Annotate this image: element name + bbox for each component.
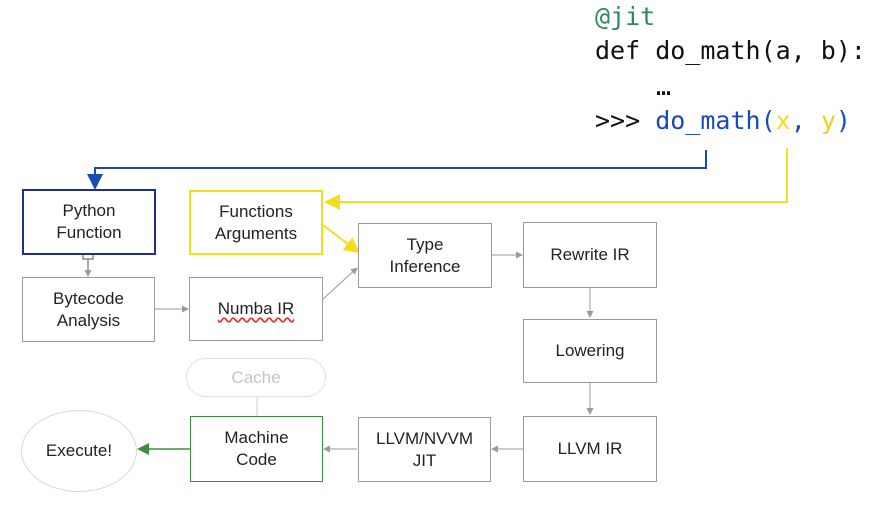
code-ellipsis: …: [656, 72, 672, 101]
args-to-type-inference-arrow: [322, 224, 361, 254]
node-rewrite-ir: Rewrite IR: [523, 222, 657, 288]
code-call-name: do_math(: [655, 106, 776, 135]
type-inference-label-1: Type: [406, 234, 444, 254]
bytecode-analysis-label-1: Bytecode: [53, 288, 124, 308]
blue-call-arrow: [87, 150, 707, 190]
lowering-label: Lowering: [555, 341, 625, 360]
llvm-nvvm-jit-label-2: JIT: [412, 450, 437, 470]
python-function-label-2: Function: [56, 223, 122, 242]
node-numba-ir: Numba IR: [189, 277, 323, 341]
code-close-paren: ): [835, 106, 851, 135]
machine-code-label-1: Machine: [224, 428, 289, 447]
rewrite-ir-label: Rewrite IR: [550, 245, 630, 264]
node-execute: Execute!: [21, 410, 137, 492]
type-inference-label-2: Inference: [389, 256, 461, 276]
code-call-line: >>> do_math(x, y): [595, 104, 851, 138]
numba-ir-label: Numba IR: [217, 299, 295, 318]
functions-arguments-label-2: Arguments: [214, 223, 298, 243]
node-llvm-ir: LLVM IR: [523, 416, 657, 482]
python-function-label-1: Python: [62, 201, 116, 220]
code-prompt: >>>: [595, 106, 641, 135]
machine-code-label-2: Code: [236, 450, 277, 469]
functions-arguments-label-1: Functions: [219, 201, 293, 221]
code-arg-x: x: [775, 106, 791, 135]
code-arg-y: y: [820, 106, 836, 135]
llvm-ir-label: LLVM IR: [557, 439, 623, 458]
yellow-args-arrow: [324, 148, 788, 210]
cache-label: Cache: [231, 367, 281, 387]
node-lowering: Lowering: [523, 319, 657, 383]
execute-label: Execute!: [45, 441, 113, 460]
node-cache: Cache: [186, 358, 326, 397]
code-def-line: def do_math(a, b):: [595, 36, 866, 65]
bytecode-analysis-label-2: Analysis: [56, 310, 121, 330]
numba-ir-to-type-inference-arrow: [321, 267, 358, 301]
code-decorator: @jit: [595, 2, 656, 31]
llvm-nvvm-jit-label-1: LLVM/NVVM: [376, 428, 473, 448]
code-comma: ,: [790, 106, 806, 135]
